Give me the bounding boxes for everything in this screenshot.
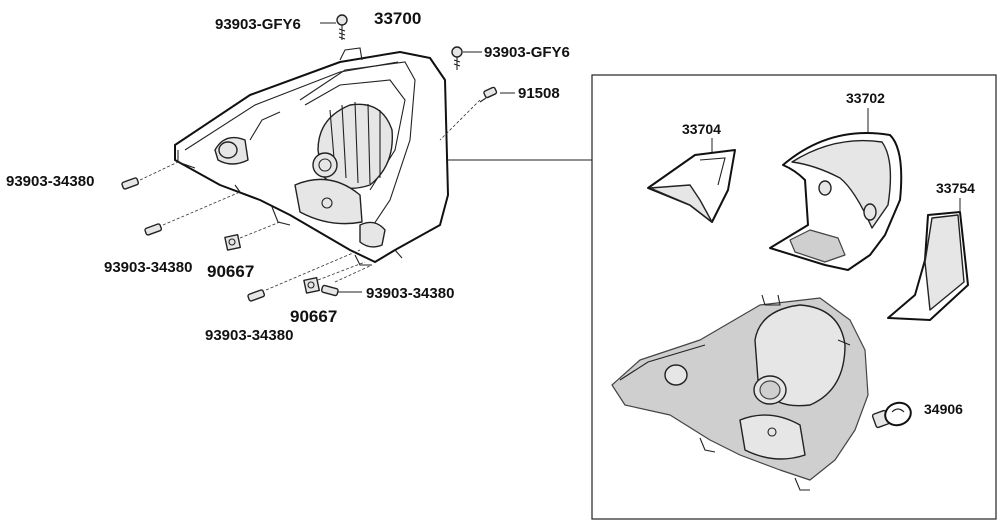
nut-a [224,233,242,251]
screw-bottom [247,289,266,302]
screw-mid-left [144,223,163,236]
label-93903-34380-mid-left: 93903-34380 [104,259,192,276]
label-93903-gfy6-top-b: 93903-GFY6 [484,44,570,61]
screw-top-b [451,46,463,70]
bulb-34906 [871,401,912,429]
label-91508: 91508 [518,85,560,102]
part-33754 [887,211,969,321]
part-33702 [769,132,903,271]
label-33700: 33700 [374,9,421,28]
label-33704: 33704 [682,121,721,137]
nut-b [303,276,321,294]
housing-33700 [174,47,449,266]
detail-inset-frame [591,74,997,520]
screw-top-a [336,14,348,40]
label-33702: 33702 [846,90,885,106]
label-93903-34380-left: 93903-34380 [6,173,94,190]
part-33704 [647,149,736,223]
screw-left [121,177,140,190]
label-93903-34380-bottom: 93903-34380 [205,327,293,344]
label-93903-gfy6-top-a: 93903-GFY6 [215,16,301,33]
inset-housing [611,294,869,491]
label-90667-b: 90667 [290,307,337,326]
label-33754: 33754 [936,180,975,196]
screw-bottom-right [320,284,339,297]
label-93903-34380-bottom-right: 93903-34380 [366,285,454,302]
screw-91508 [479,86,498,103]
label-34906: 34906 [924,401,963,417]
label-90667-a: 90667 [207,262,254,281]
